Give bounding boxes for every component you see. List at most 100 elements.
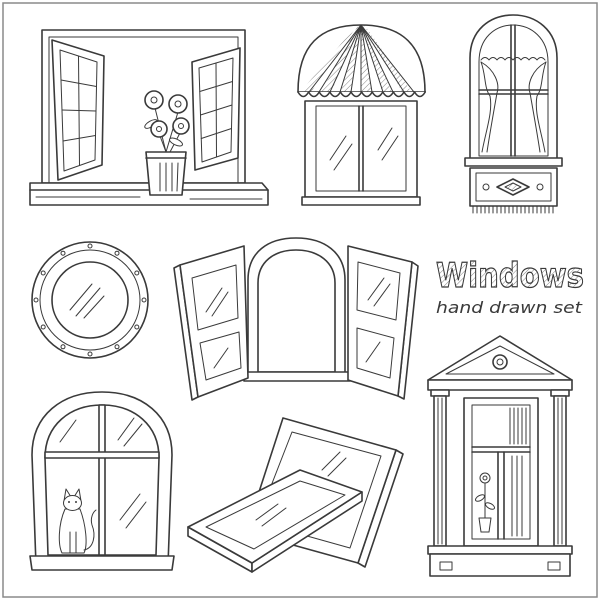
cat-eye bbox=[75, 501, 77, 503]
lower-pane-shading bbox=[511, 455, 523, 537]
flower-center bbox=[178, 123, 184, 129]
awning-scallop-edge bbox=[297, 91, 426, 98]
window-transom bbox=[44, 451, 160, 459]
awning-outline bbox=[297, 24, 426, 93]
glass-glare bbox=[367, 277, 385, 301]
porthole-rivet bbox=[114, 250, 120, 256]
column-shaft bbox=[553, 395, 567, 547]
right-curtain bbox=[535, 61, 547, 153]
left-shutter-glass bbox=[59, 49, 98, 172]
awning-window bbox=[297, 24, 426, 206]
right-shutter-muntin bbox=[200, 104, 233, 116]
left-curtain-fold bbox=[480, 61, 499, 153]
pedestal bbox=[429, 553, 571, 577]
open-window-with-flowerpot bbox=[29, 29, 269, 206]
glass-glare bbox=[381, 135, 399, 161]
cat-tail bbox=[83, 509, 97, 551]
pediment-medallion bbox=[492, 354, 508, 370]
flower-pot bbox=[145, 151, 187, 196]
flower-head bbox=[150, 120, 168, 138]
porthole-rivet bbox=[87, 243, 93, 249]
glass-glare bbox=[69, 283, 93, 311]
porthole-rivet bbox=[141, 297, 147, 303]
arch-inner-frame bbox=[478, 24, 549, 157]
flower-stem bbox=[159, 135, 167, 153]
window-sill bbox=[29, 555, 175, 571]
right-shutter bbox=[191, 47, 241, 171]
glass-glare bbox=[373, 283, 391, 307]
pedestal-plaque bbox=[439, 561, 453, 571]
awning-seam bbox=[318, 25, 362, 92]
classical-window bbox=[427, 335, 573, 577]
porthole-rivet bbox=[33, 297, 39, 303]
left-shutter-lower-pane bbox=[199, 331, 242, 381]
awning bbox=[298, 25, 425, 92]
pediment-inner bbox=[445, 345, 555, 375]
left-curtain bbox=[480, 61, 492, 153]
glass-glare bbox=[59, 419, 77, 443]
column-capital bbox=[550, 389, 570, 397]
awning-seam bbox=[329, 25, 362, 92]
left-shutter-upper-pane bbox=[191, 264, 239, 331]
panel-diamond-inner bbox=[504, 182, 522, 192]
awning-seam bbox=[360, 25, 415, 92]
awning-seam bbox=[360, 25, 405, 92]
flower-bouquet bbox=[144, 90, 190, 153]
window-mullion bbox=[98, 404, 106, 556]
glass-glare bbox=[125, 501, 147, 529]
flower-center bbox=[156, 126, 162, 132]
glass-glare bbox=[329, 135, 347, 161]
cat-eye bbox=[68, 501, 70, 503]
glass-glare bbox=[321, 451, 341, 471]
awning-seam bbox=[339, 25, 362, 92]
glass-glare bbox=[83, 295, 105, 319]
pediment-medallion-center bbox=[496, 358, 504, 366]
left-shutter bbox=[173, 245, 249, 401]
potted-flower bbox=[474, 472, 496, 533]
panel-rosette bbox=[482, 183, 490, 191]
porthole-glass bbox=[51, 261, 129, 339]
panel-rosette bbox=[536, 183, 544, 191]
porthole-rivet bbox=[87, 351, 93, 357]
arch-inner-frame bbox=[257, 249, 336, 373]
flower-head bbox=[144, 90, 164, 110]
right-shutter-upper-pane bbox=[356, 261, 401, 321]
window-inner-frame bbox=[315, 105, 407, 192]
glass-glare bbox=[261, 507, 287, 527]
flower-head bbox=[479, 472, 491, 484]
leaf bbox=[169, 137, 183, 147]
porthole-rivet bbox=[60, 250, 66, 256]
leaf bbox=[474, 494, 486, 502]
glass-glare bbox=[365, 341, 381, 363]
arch-outer-frame bbox=[469, 14, 558, 163]
porthole-rivet bbox=[60, 344, 66, 350]
porthole-rivet bbox=[134, 324, 140, 330]
column-capital bbox=[430, 389, 450, 397]
panel-fringe bbox=[472, 205, 554, 214]
left-column bbox=[430, 389, 450, 547]
pedestal-plaque bbox=[547, 561, 561, 571]
left-shutter-muntin bbox=[62, 135, 96, 142]
upper-pane-shading bbox=[509, 407, 527, 445]
glass-glare bbox=[377, 127, 393, 151]
right-shutter bbox=[347, 245, 419, 400]
awning-seam bbox=[308, 25, 362, 92]
glass-glare bbox=[213, 347, 229, 369]
awning-seam bbox=[360, 25, 384, 92]
window-outer-frame bbox=[304, 100, 418, 198]
cat-body bbox=[58, 508, 87, 554]
skylight-windows bbox=[187, 417, 404, 573]
skylight-glass bbox=[205, 480, 346, 550]
arch-outer-frame bbox=[247, 237, 346, 379]
awning-stripe bbox=[361, 25, 414, 92]
title-block: Windows hand drawn set bbox=[435, 255, 584, 317]
subtitle-text: hand drawn set bbox=[436, 298, 583, 317]
left-shutter-muntin bbox=[61, 109, 97, 112]
pot-hatch bbox=[176, 162, 179, 192]
glass-glare bbox=[211, 291, 229, 317]
entablature bbox=[427, 379, 573, 391]
right-shutter-glass bbox=[198, 57, 234, 163]
right-shutter-frame bbox=[347, 245, 413, 397]
flower-center bbox=[174, 100, 182, 108]
awning-stripe bbox=[298, 25, 361, 92]
